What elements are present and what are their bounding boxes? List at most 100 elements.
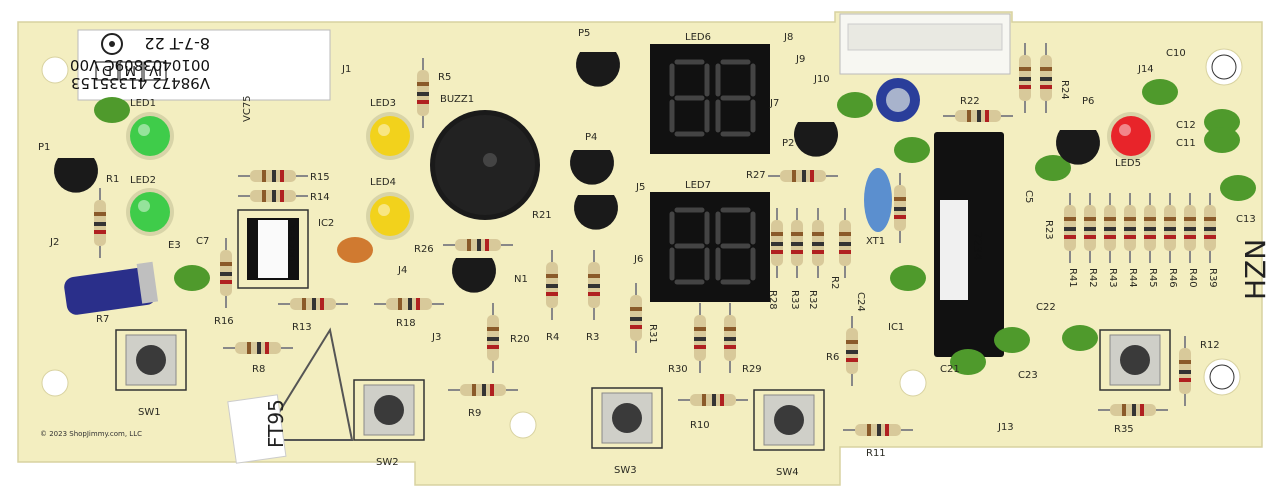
- sticker-line3: 8-7-T 22: [144, 34, 210, 53]
- resistor: [1144, 193, 1156, 263]
- silk-label: R10: [690, 420, 710, 431]
- transistor-group: [54, 52, 1100, 293]
- resistor: [238, 190, 308, 202]
- silk-label: P2: [782, 138, 794, 149]
- tactile-switch-2[interactable]: SW2: [353, 379, 425, 468]
- silk-label: SW4: [776, 467, 799, 478]
- ceramic-capacitor: [1062, 325, 1098, 351]
- board-outline: [17, 11, 1263, 486]
- silk-label: J3: [431, 332, 441, 343]
- ceramic-capacitor: [94, 97, 130, 123]
- resistor: [1064, 193, 1076, 263]
- silk-label: R27: [746, 170, 766, 181]
- sticker-box-1: IV: [149, 62, 162, 77]
- silk-label: R11: [866, 448, 886, 459]
- serial-sticker: V98472 41335153 0010403809C V00 8-7-T 22…: [70, 29, 331, 101]
- resistor: [374, 298, 444, 310]
- silk-label: N1: [514, 274, 528, 285]
- ceramic-capacitor-group: [94, 79, 1256, 375]
- silk-label: R9: [468, 408, 481, 419]
- silk-label: R45: [1147, 268, 1158, 288]
- wire-connector: [839, 13, 1011, 75]
- tactile-switch-5[interactable]: SW5: [1099, 329, 1171, 418]
- silk-label: C23: [1018, 370, 1038, 381]
- resistor: [1019, 43, 1031, 113]
- silk-label: C24: [855, 292, 866, 312]
- silk-label: C21: [940, 364, 960, 375]
- led-3: LED3: [366, 98, 414, 160]
- silk-label: SW3: [614, 465, 637, 476]
- silk-label: R1: [106, 174, 119, 185]
- resistor: [448, 384, 518, 396]
- resistor: [846, 316, 858, 386]
- ceramic-capacitor: [994, 327, 1030, 353]
- transistor: [794, 122, 839, 157]
- resistor: [278, 298, 348, 310]
- led-2: LED2: [126, 175, 174, 236]
- silk-label: IC1: [888, 322, 904, 333]
- silk-label: R6: [826, 352, 839, 363]
- silk-label: LED7: [685, 180, 711, 191]
- transistor: [1056, 130, 1100, 165]
- resistor: [238, 170, 308, 182]
- silk-label: R29: [742, 364, 762, 375]
- silk-label: R7: [96, 314, 109, 325]
- silk-label: BUZZ1: [440, 94, 474, 105]
- silk-label: SW1: [138, 407, 161, 418]
- silk-label: LED5: [1115, 158, 1141, 169]
- silk-label: R33: [789, 290, 800, 310]
- silk-label: R5: [438, 72, 451, 83]
- sticker-line2: 0010403809C V00: [70, 56, 210, 74]
- silk-label: R44: [1127, 268, 1138, 288]
- resistor: [1164, 193, 1176, 263]
- resistor: [417, 58, 429, 128]
- silk-label: LED3: [370, 98, 396, 109]
- resistor: [678, 394, 748, 406]
- tactile-switch-4[interactable]: SW4: [753, 389, 825, 478]
- silk-label: R32: [807, 290, 818, 310]
- silk-label: R39: [1207, 268, 1218, 288]
- ceramic-capacitor: [174, 265, 210, 291]
- silk-label: J10: [813, 74, 830, 85]
- resistor: [223, 342, 293, 354]
- buzzer: [430, 110, 540, 220]
- silk-label: C13: [1236, 214, 1256, 225]
- crystal-xt1: [864, 168, 892, 232]
- silk-label: P1: [38, 142, 50, 153]
- silk-label: SW2: [376, 457, 399, 468]
- silk-label: R8: [252, 364, 265, 375]
- silk-label: LED2: [130, 175, 156, 186]
- tactile-switch-3[interactable]: SW3: [591, 387, 663, 476]
- chip-marking: 0444-A: [287, 225, 298, 261]
- resistor: [630, 283, 642, 353]
- silk-label: J7: [769, 98, 779, 109]
- silk-label: R18: [396, 318, 416, 329]
- transistor: [576, 52, 620, 87]
- silk-label: R46: [1167, 268, 1178, 288]
- silk-label: R15: [310, 172, 330, 183]
- transistor: [569, 150, 614, 185]
- tactile-switch-1[interactable]: SW1: [115, 329, 187, 418]
- resistor: [694, 303, 706, 373]
- seven-segment-display-2: LED7: [650, 180, 770, 302]
- silk-label: J13: [997, 422, 1014, 433]
- ceramic-capacitor: [1142, 79, 1178, 105]
- electrolytic-capacitor-e3: [64, 261, 159, 315]
- silk-label: J6: [633, 254, 643, 265]
- silk-label: R41: [1067, 268, 1078, 288]
- silk-label: R3: [586, 332, 599, 343]
- resistor: [812, 208, 824, 278]
- silk-label: R21: [532, 210, 552, 221]
- resistor: [894, 173, 906, 243]
- ceramic-capacitor: [337, 237, 373, 263]
- esd-warning-triangle: [260, 327, 354, 441]
- resistor: [1098, 404, 1168, 416]
- silk-label: R35: [1114, 424, 1134, 435]
- small-board-text: VC75: [242, 95, 253, 122]
- resistor: [724, 303, 736, 373]
- silk-label: LED4: [370, 177, 396, 188]
